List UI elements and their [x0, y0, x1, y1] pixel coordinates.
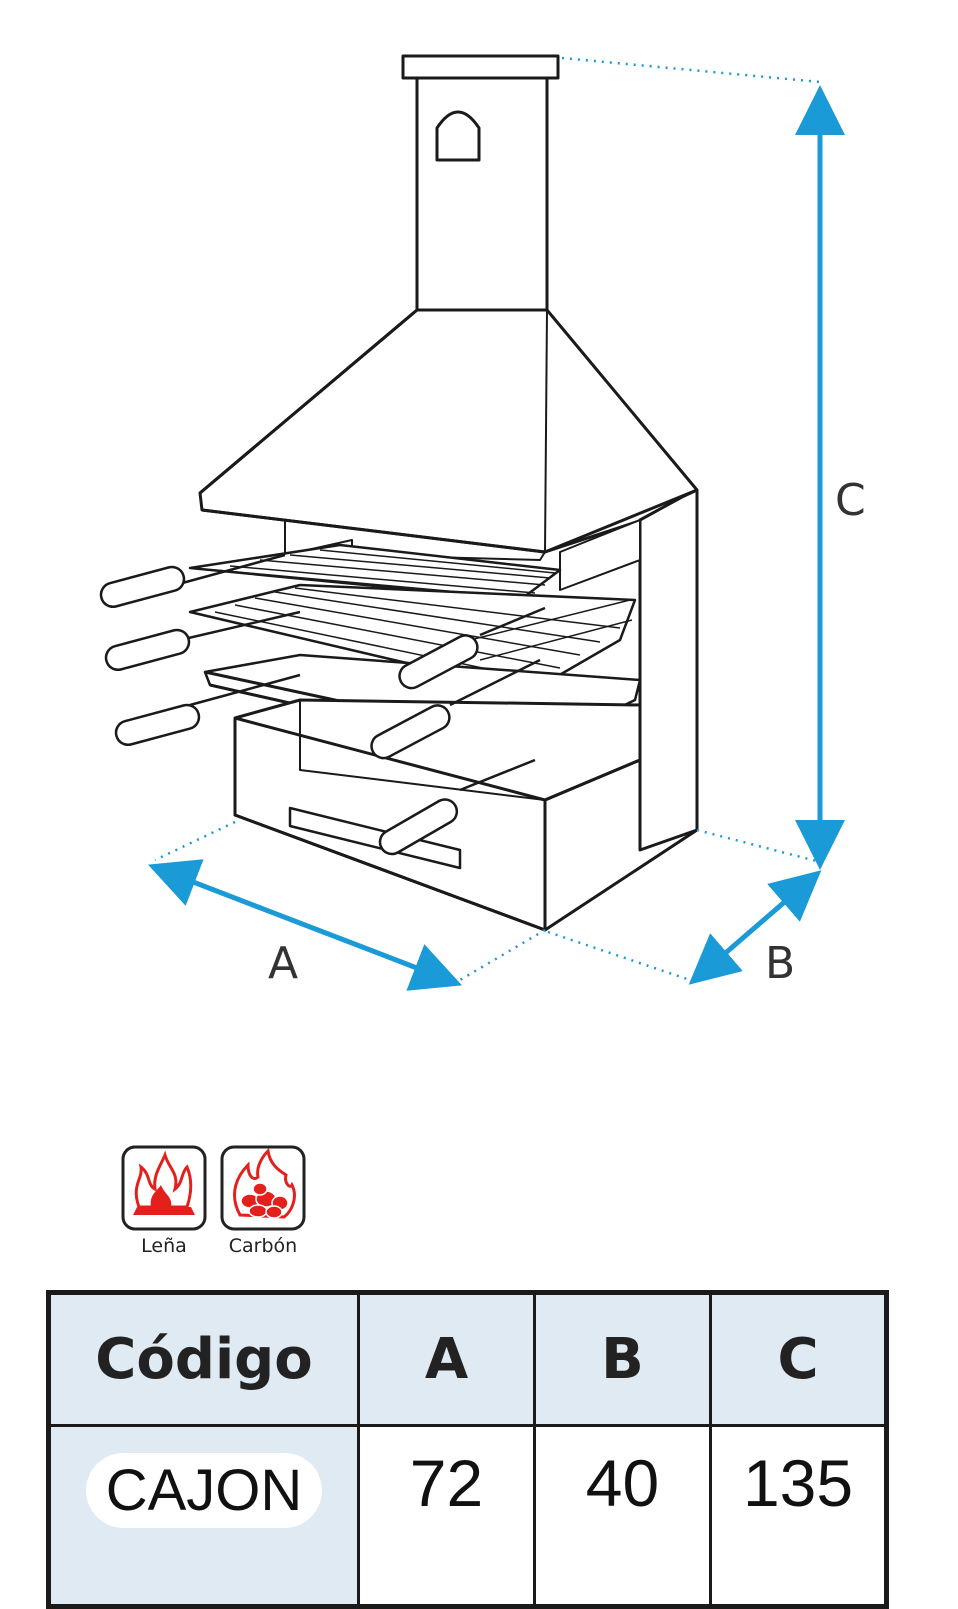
cell-c: 135 — [709, 1424, 888, 1608]
column-header-b: B — [533, 1291, 712, 1427]
fuel-charcoal: Carbón — [220, 1145, 306, 1257]
table-row: CAJON 72 40 135 — [47, 1424, 888, 1608]
cell-code: CAJON — [47, 1424, 360, 1608]
dimension-c-label: C — [835, 475, 866, 526]
dimension-a-label: A — [268, 938, 298, 989]
cell-a: 72 — [357, 1424, 536, 1608]
chimney — [415, 76, 549, 312]
chimney-cap — [401, 54, 560, 80]
table-header-row: Código A B C — [47, 1291, 888, 1427]
grill-handles — [99, 553, 546, 856]
cell-b: 40 — [533, 1424, 712, 1608]
chimney-window — [435, 110, 481, 162]
charcoal-flame-icon — [220, 1145, 306, 1231]
product-code: CAJON — [85, 1453, 323, 1528]
grill-side-wall — [638, 488, 699, 852]
dimension-b-label: B — [765, 938, 795, 989]
grill-dimension-diagram: A B C — [99, 54, 866, 991]
column-header-code: Código — [47, 1291, 360, 1427]
firewood-flame-icon — [121, 1145, 207, 1231]
dimensions-table: Código A B C CAJON 72 40 135 — [46, 1290, 889, 1609]
dimension-a-arrow — [147, 859, 463, 991]
column-header-a: A — [357, 1291, 536, 1427]
dimension-b-arrow — [688, 870, 822, 985]
fuel-firewood-label: Leña — [141, 1235, 187, 1257]
column-header-c: C — [709, 1291, 888, 1427]
fuel-charcoal-label: Carbón — [228, 1235, 298, 1257]
dimension-arrows — [147, 85, 845, 991]
grill-drawing — [99, 54, 699, 932]
fuel-firewood: Leña — [121, 1145, 207, 1257]
hood — [198, 308, 699, 554]
